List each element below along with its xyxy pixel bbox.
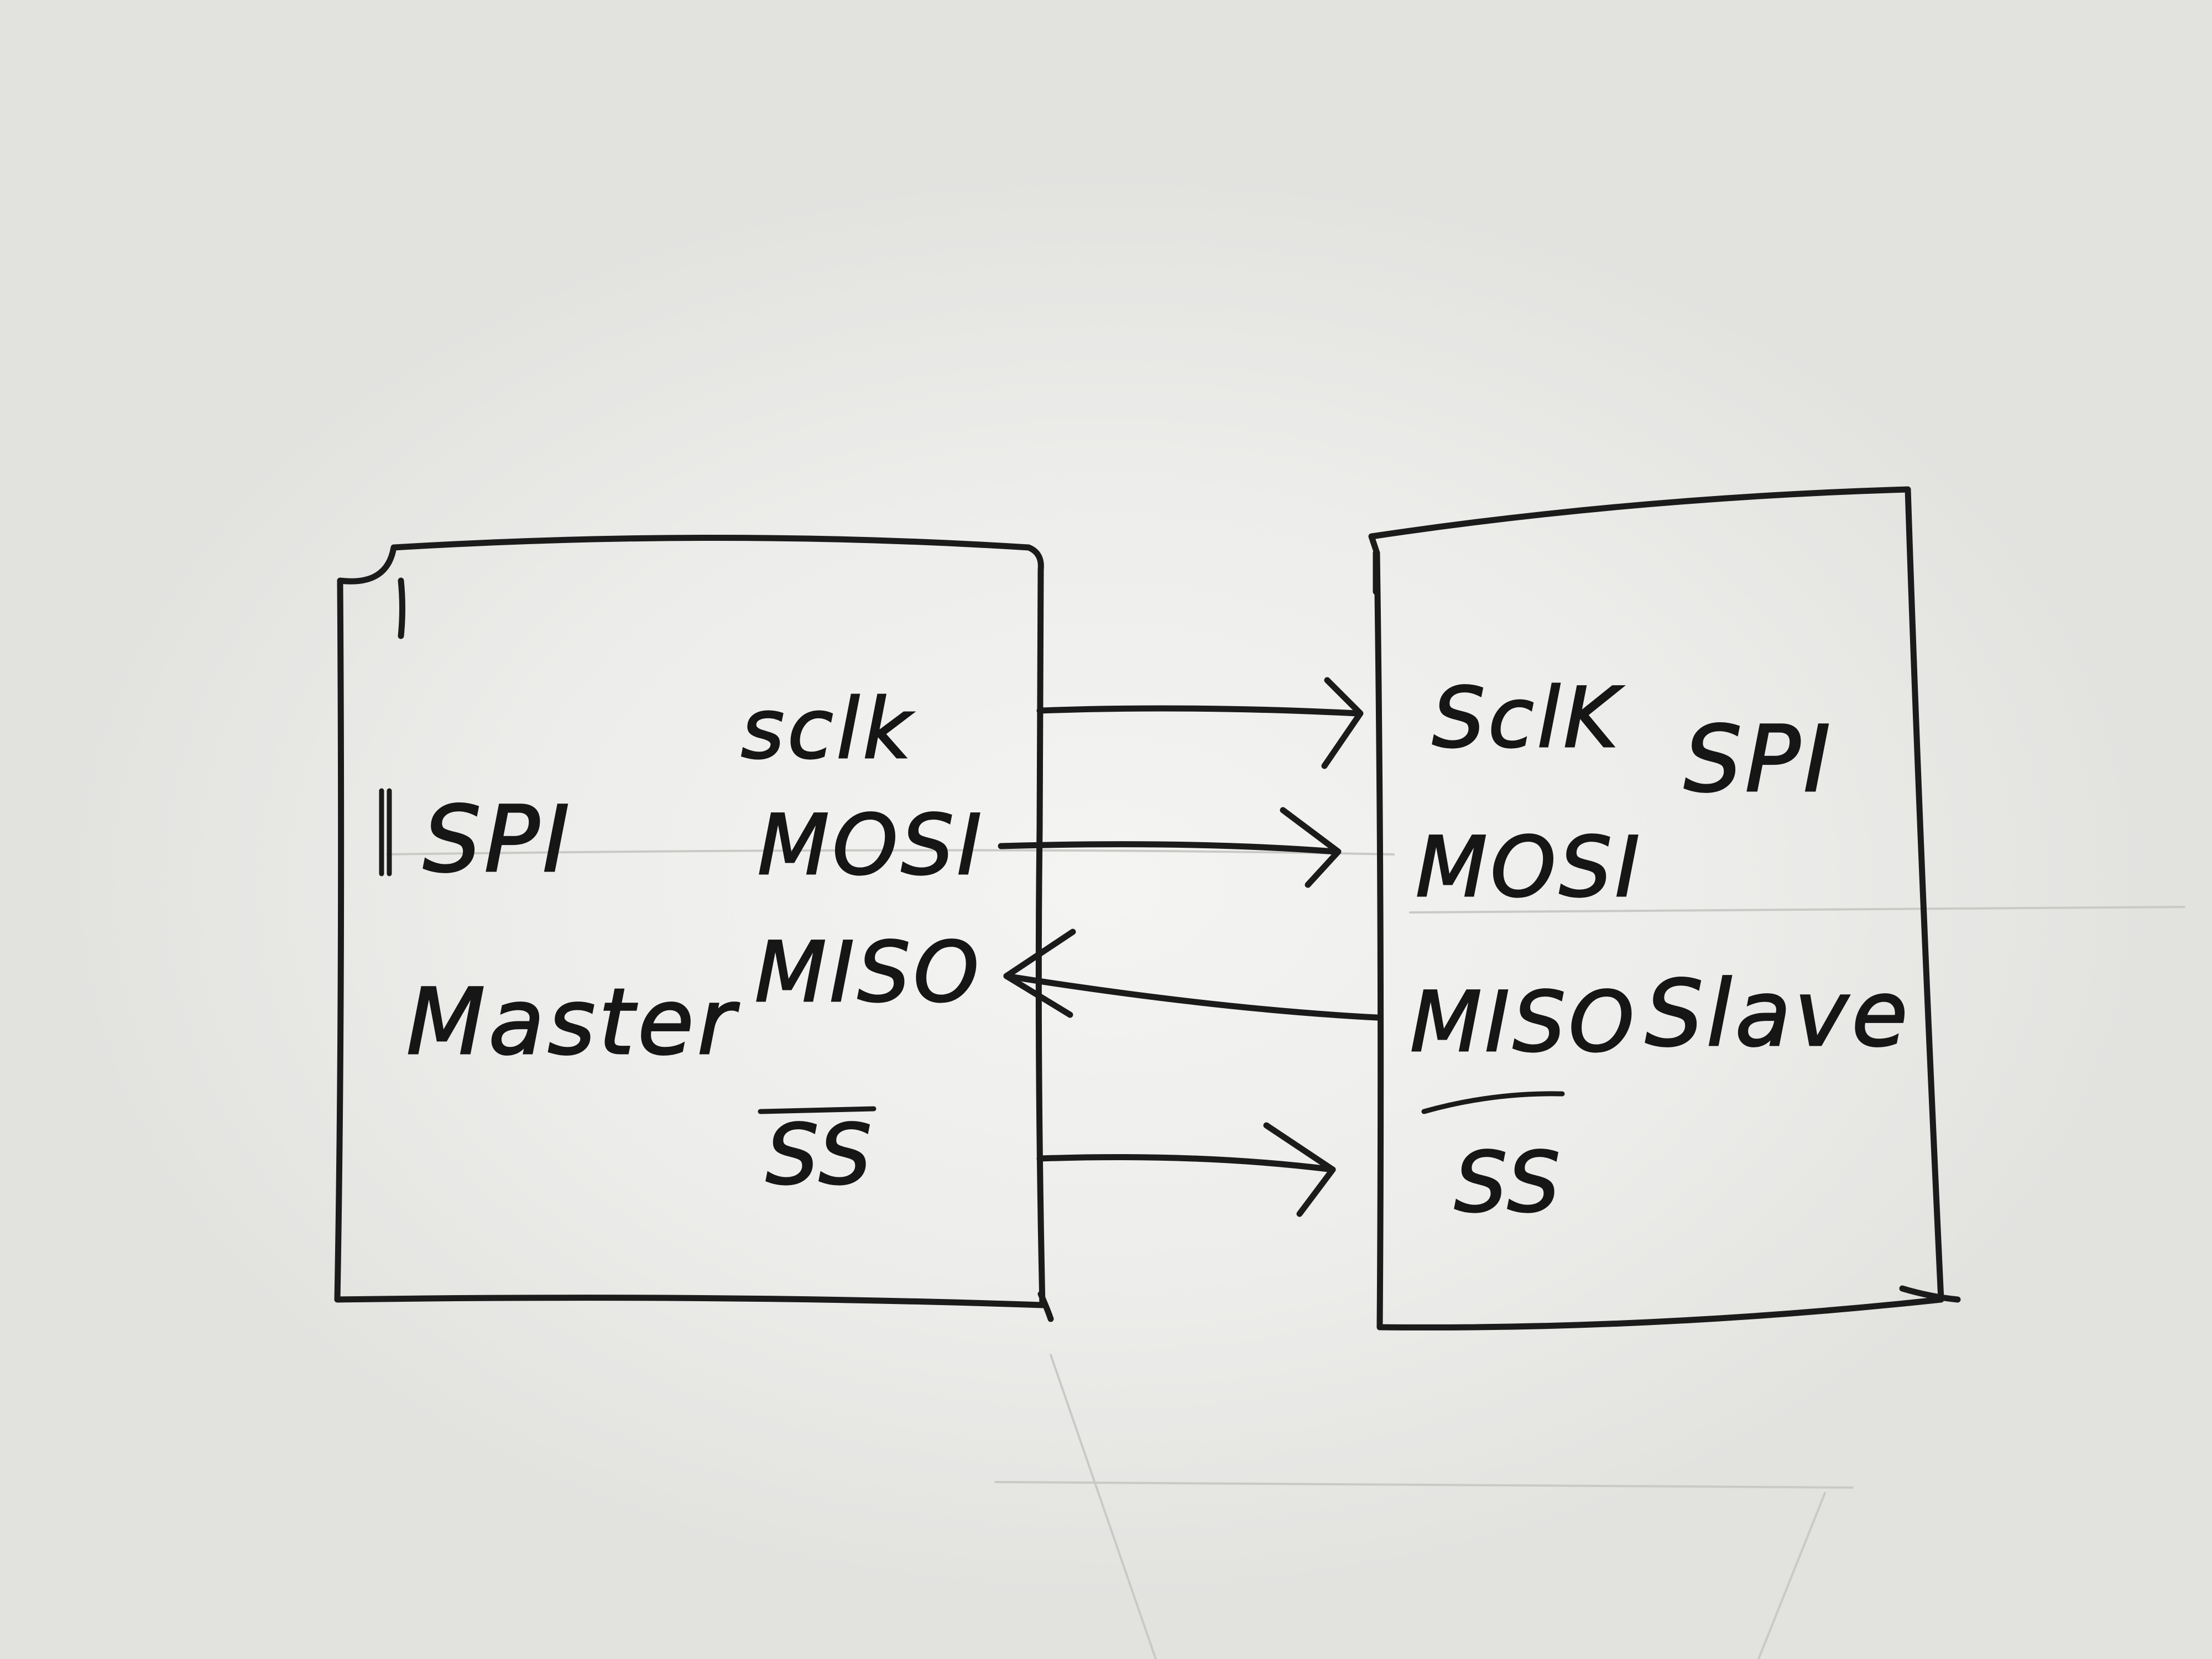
slave-block: SPI Slave SclK MOSI MISO SS bbox=[1368, 486, 1961, 1331]
pencil-guides bbox=[386, 849, 2185, 1659]
arrow-ss bbox=[1036, 1122, 1336, 1217]
master-pin-miso: MISO bbox=[755, 925, 982, 1021]
master-pin-ss: SS bbox=[766, 1107, 875, 1203]
arrow-sclk bbox=[1036, 677, 1364, 769]
master-title-line1: SPI bbox=[423, 786, 573, 893]
connections bbox=[998, 677, 1380, 1217]
slave-title-line1: SPI bbox=[1684, 706, 1834, 812]
master-pin-mosi: MOSI bbox=[758, 797, 985, 894]
master-block: SPI Master sclk MOSI MISO SS bbox=[334, 535, 1054, 1322]
slave-ss-overbar bbox=[1421, 1091, 1565, 1114]
slave-pin-sclk: SclK bbox=[1432, 670, 1624, 766]
slave-pin-mosi: MOSI bbox=[1416, 820, 1643, 916]
slave-pin-ss: SS bbox=[1454, 1135, 1563, 1231]
master-pin-sclk: sclk bbox=[741, 681, 914, 778]
slave-title-line2: Slave bbox=[1645, 961, 1911, 1067]
master-title-line2: Master bbox=[406, 969, 740, 1075]
arrow-mosi bbox=[998, 807, 1342, 888]
slave-pin-miso: MISO bbox=[1410, 974, 1637, 1071]
master-ss-overbar bbox=[758, 1106, 877, 1114]
arrow-miso bbox=[1003, 928, 1380, 1021]
master-box-outline bbox=[334, 535, 1046, 1308]
